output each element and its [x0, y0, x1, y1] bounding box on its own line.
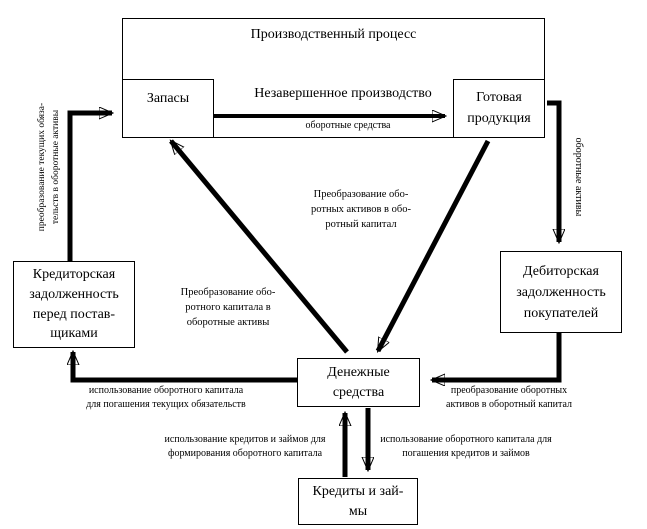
arrow-debitor-to-cash — [432, 333, 562, 380]
box-credits-loans: Кредиты и зай- мы — [298, 478, 418, 525]
arrow-cash-to-zapasy — [169, 141, 349, 354]
label-use-credits-form-capital: использование кредитов и займов для форм… — [164, 434, 326, 459]
arrow-gotovaya-to-cash — [375, 139, 491, 351]
inventory-label: Запасы — [146, 91, 190, 106]
arrow-creditor-to-zapasy — [67, 113, 112, 261]
box-cash: Денежные средства — [297, 358, 420, 407]
box-finished-products: Готовая продукция — [453, 79, 545, 138]
label-transform-assets-to-capital: преобразование оборотных активов в оборо… — [446, 385, 572, 410]
production-process-label: Производственный процесс — [250, 27, 417, 42]
arrow-gotovaya-to-debitor — [547, 100, 559, 242]
box-accounts-receivable: Дебиторская задолженность покупателей — [500, 251, 622, 333]
arrow-cash-to-creditor — [73, 352, 297, 383]
cash-label: Денежные средства — [327, 364, 390, 400]
box-inventory: Запасы — [122, 79, 214, 138]
label-use-capital-for-obligations: использование оборотного капитала для по… — [86, 385, 246, 410]
label-transform-assets-to-capital-diagonal: Преобразование обо- ротных активов в обо… — [311, 189, 411, 231]
credits-loans-label: Кредиты и зай- мы — [312, 483, 404, 519]
box-accounts-payable: Кредиторская задолженность перед постав-… — [13, 261, 135, 348]
label-current-assets-vertical: оборотные активы — [573, 137, 584, 217]
accounts-payable-label: Кредиторская задолженность перед постав-… — [29, 266, 119, 342]
label-working-capital: оборотные средства — [305, 120, 391, 131]
label-use-capital-repay-credits: использование оборотного капитала для по… — [380, 434, 552, 459]
label-work-in-progress: Незавершенное производство — [254, 86, 432, 101]
label-transform-obligations-vertical: преобразование текущих обяза- тельств в … — [37, 102, 61, 232]
accounts-receivable-label: Дебиторская задолженность покупателей — [516, 263, 606, 321]
finished-products-label: Готовая продукция — [467, 90, 531, 126]
label-transform-capital-to-assets-diagonal: Преобразование обо- ротного капитала в о… — [180, 287, 276, 329]
